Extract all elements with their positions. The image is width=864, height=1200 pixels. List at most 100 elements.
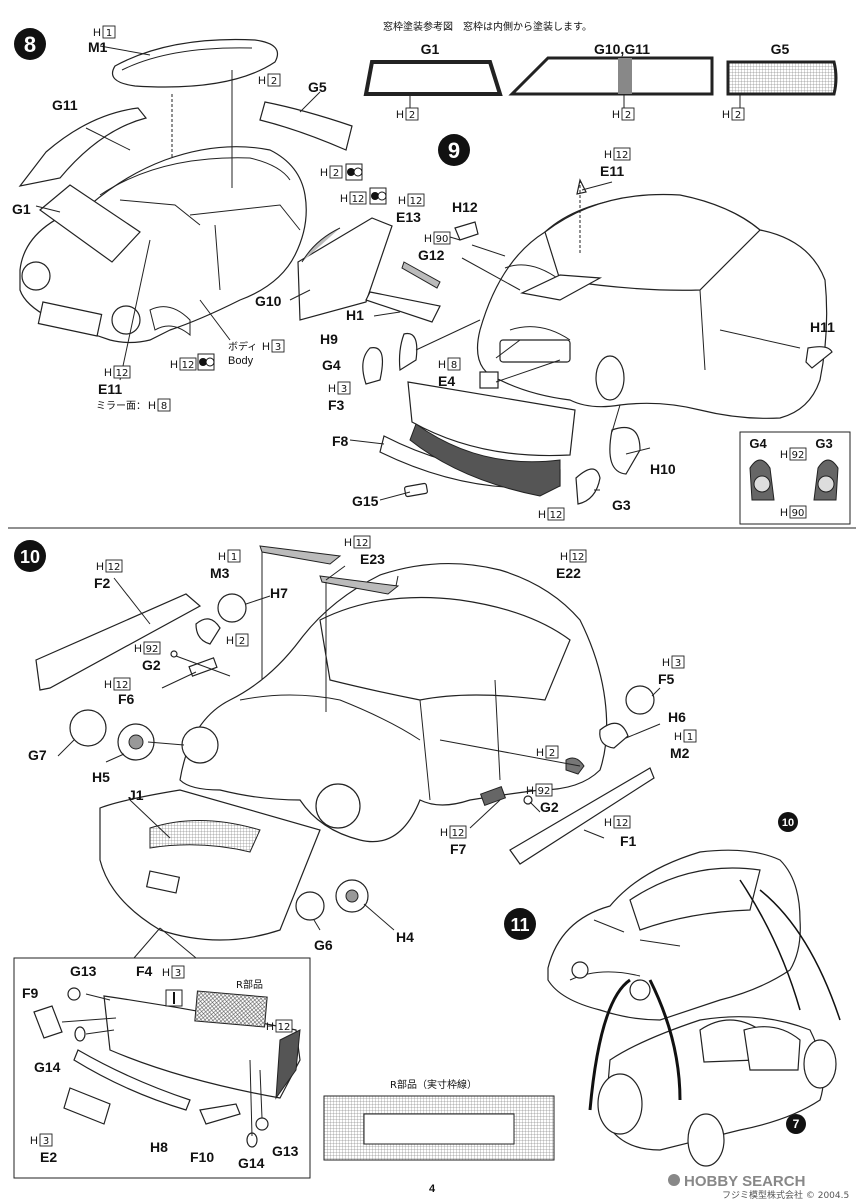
color-box: [235, 633, 249, 647]
wheel-front-left: [597, 1073, 643, 1135]
step-8-number: 8: [24, 32, 36, 57]
body-leader: [199, 299, 231, 341]
leader: [249, 1059, 253, 1137]
leader: [129, 799, 171, 839]
part-label-h11: H11: [810, 319, 835, 335]
window-g10: [297, 217, 393, 321]
mesh-icon-mark: [173, 992, 175, 1004]
window-ref-label-g1: G1: [421, 41, 440, 57]
bumper-lower-h12: [409, 423, 561, 497]
ref-step-7-marker: [786, 1114, 806, 1134]
inset-label-f10: F10: [190, 1149, 214, 1165]
reflector-g15: [404, 482, 428, 498]
inset-label-g13: G13: [70, 963, 97, 979]
paint-dot-icon: [377, 191, 387, 201]
taillight-lens-left: [753, 475, 771, 493]
r-part-caption: R部品（実寸枠線）: [390, 1078, 477, 1091]
color-code-1: 1: [231, 552, 237, 563]
h-code-prefix: H: [560, 551, 568, 563]
part-label-e4: E4: [438, 373, 455, 389]
part-label-g7: G7: [28, 747, 47, 763]
roof-edge: [121, 47, 253, 71]
color-box: [433, 231, 451, 245]
wheel-rear: [803, 1039, 837, 1089]
h-code-prefix: H: [526, 785, 534, 797]
leader: [245, 595, 271, 605]
color-box: [337, 381, 351, 395]
part-label-g5: G5: [308, 79, 327, 95]
leader: [611, 404, 621, 433]
part-label-e13: E13: [396, 209, 421, 225]
leader: [85, 1029, 115, 1035]
side-skirt-f2: [35, 593, 202, 691]
inset-label-e2: E2: [40, 1149, 57, 1165]
inset-label-g3: G3: [815, 436, 832, 451]
h-code-prefix: H: [148, 400, 156, 412]
wiper-e23: [259, 545, 342, 565]
h-code-prefix: H: [93, 27, 101, 39]
roof-part-m1: [111, 38, 279, 88]
inset-color-92: 92: [792, 450, 805, 461]
h-code-prefix: H: [438, 359, 446, 371]
mesh-r-part: [194, 990, 268, 1028]
color-code-90: 90: [436, 234, 449, 245]
h-code-prefix: H: [536, 747, 544, 759]
color-code-8: 8: [451, 360, 457, 371]
inset-leader: [133, 927, 161, 959]
color-box: [267, 73, 281, 87]
part-label-h7: H7: [270, 585, 288, 601]
roof-panel: [544, 193, 761, 291]
part-label-f8: F8: [332, 433, 349, 449]
body-label-jp: ボディ: [228, 340, 257, 353]
headlight-right: [111, 305, 141, 335]
g10-leader: [289, 289, 311, 301]
handle-h11: [805, 346, 833, 369]
page-number: 4: [429, 1183, 436, 1195]
indicator-f6: [188, 657, 218, 677]
part-label-f2: F2: [94, 575, 111, 591]
step-10-marker: [14, 540, 46, 572]
light-h10: [609, 426, 641, 475]
step-9-marker: [438, 134, 470, 166]
leader: [469, 799, 501, 829]
wiper-h1: [365, 291, 441, 323]
window-ref-label-g10g11: G10,G11: [594, 41, 650, 57]
color-box: [621, 107, 635, 121]
h-code-prefix: H: [780, 449, 788, 461]
part-label-f3: F3: [328, 397, 345, 413]
h-code-prefix: H: [722, 109, 730, 121]
door-seam: [214, 224, 221, 291]
inset-label-g4: G4: [749, 436, 767, 451]
assembly-line: [588, 978, 631, 1111]
ref-step-10-number: 10: [782, 817, 794, 829]
inset-color-12: 12: [278, 1022, 291, 1033]
color-code-12: 12: [410, 196, 423, 207]
lens-g13b: [255, 1117, 269, 1131]
part-label-f6: F6: [118, 691, 135, 707]
ref-step-7-number: 7: [793, 1117, 800, 1131]
assembled-headlight: [629, 979, 651, 1001]
door-seam: [494, 679, 501, 781]
r-part-actual-size: R部品（実寸枠線）: [323, 1078, 555, 1161]
assembled-headlight: [571, 961, 589, 979]
window-g5: [259, 101, 353, 151]
h-code-prefix: H: [662, 657, 670, 669]
grille-j1: [149, 819, 261, 853]
footer-watermark: HOBBY SEARCH フジミ模型株式会社 © 2004.5: [668, 1173, 849, 1200]
leader: [379, 491, 411, 501]
color-box: [39, 1133, 53, 1147]
g5-leader: [299, 91, 321, 113]
light-f10: [199, 1103, 241, 1125]
inset-label-g13b: G13: [272, 1143, 299, 1159]
rear-window-g12: [520, 274, 603, 301]
g11-leader: [85, 127, 131, 151]
mirror-m3: [195, 618, 221, 645]
part-label-h1: H1: [346, 307, 364, 323]
color-box: [329, 165, 343, 179]
color-box: [271, 339, 285, 353]
color-box: [227, 549, 241, 563]
ref-step-10-marker: [778, 812, 798, 832]
assembly-line: [648, 979, 682, 1101]
leader: [719, 329, 801, 349]
mirror-face-label: ミラー面：: [96, 400, 146, 412]
